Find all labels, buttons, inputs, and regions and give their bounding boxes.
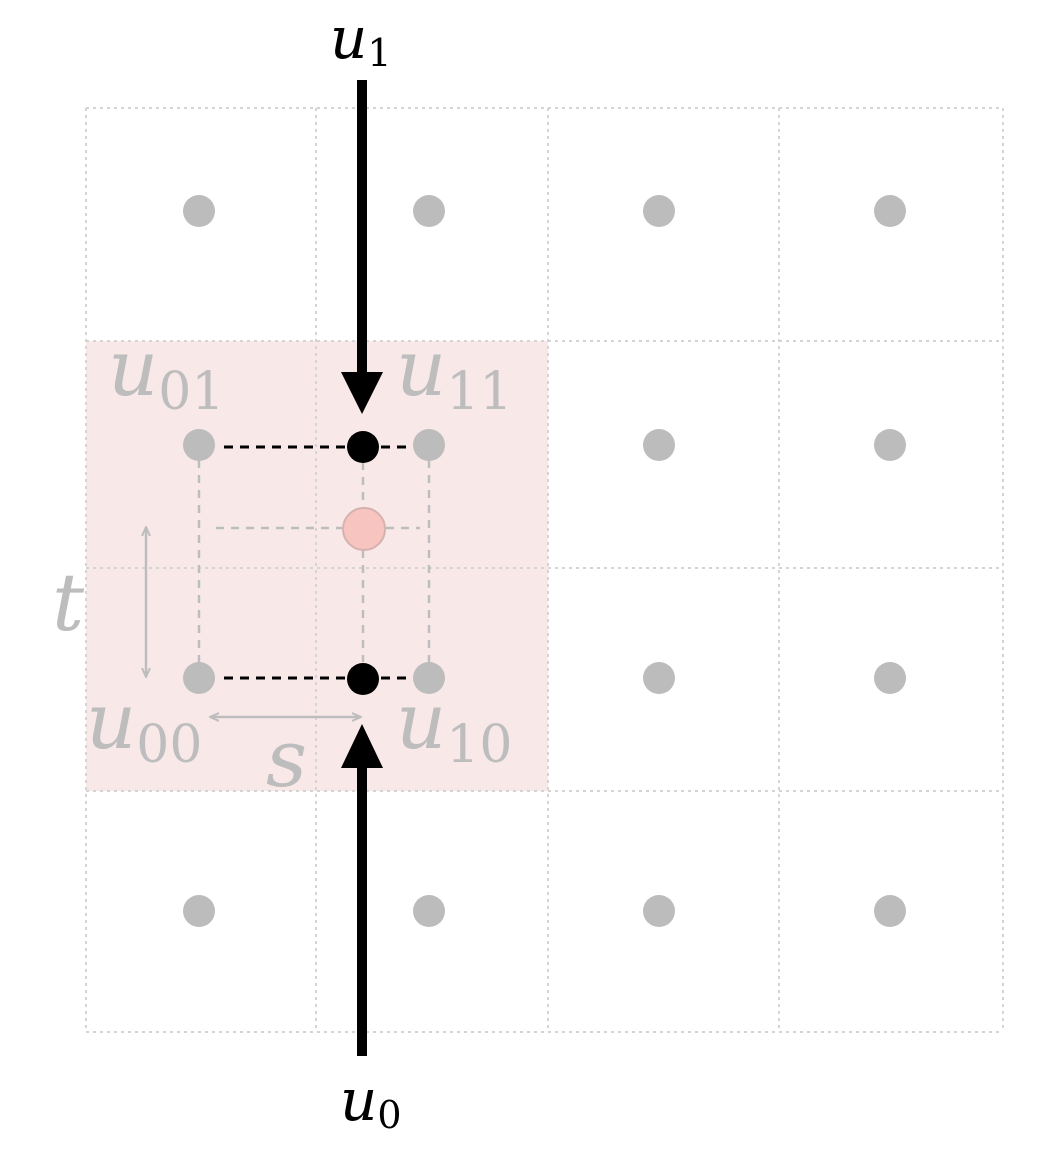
grid-dot [643, 195, 675, 227]
interp-dashed-lines [224, 445, 410, 680]
grid-dot [413, 195, 445, 227]
grid-dots [183, 195, 906, 927]
sample-point [342, 507, 386, 551]
label-u01: u01 [108, 324, 224, 422]
guide-dashed-lines [197, 460, 431, 664]
grid-dot [183, 429, 215, 461]
arrow-down [341, 80, 383, 414]
grid-dot [874, 429, 906, 461]
interp-point-bottom [347, 663, 379, 695]
grid-dot [643, 895, 675, 927]
grid-dot [413, 662, 445, 694]
interp-point-top [347, 431, 379, 463]
grid-dot [413, 429, 445, 461]
grid-dot [413, 895, 445, 927]
grid-dot [183, 662, 215, 694]
grid-dot [183, 895, 215, 927]
label-u10: u10 [396, 677, 512, 775]
label-u11: u11 [396, 324, 512, 422]
grid-dot [874, 895, 906, 927]
grid-dot [874, 195, 906, 227]
label-s: s [266, 712, 307, 805]
label-u00: u00 [86, 677, 202, 775]
label-u1: u1 [330, 4, 392, 75]
label-t: t [52, 556, 85, 649]
grid-dot [643, 662, 675, 694]
label-u0: u0 [340, 1066, 402, 1137]
arrow-up [341, 724, 383, 1056]
grid-dot [183, 195, 215, 227]
grid-dot [643, 429, 675, 461]
grid-dot [874, 662, 906, 694]
grid-lines [85, 107, 1004, 1033]
